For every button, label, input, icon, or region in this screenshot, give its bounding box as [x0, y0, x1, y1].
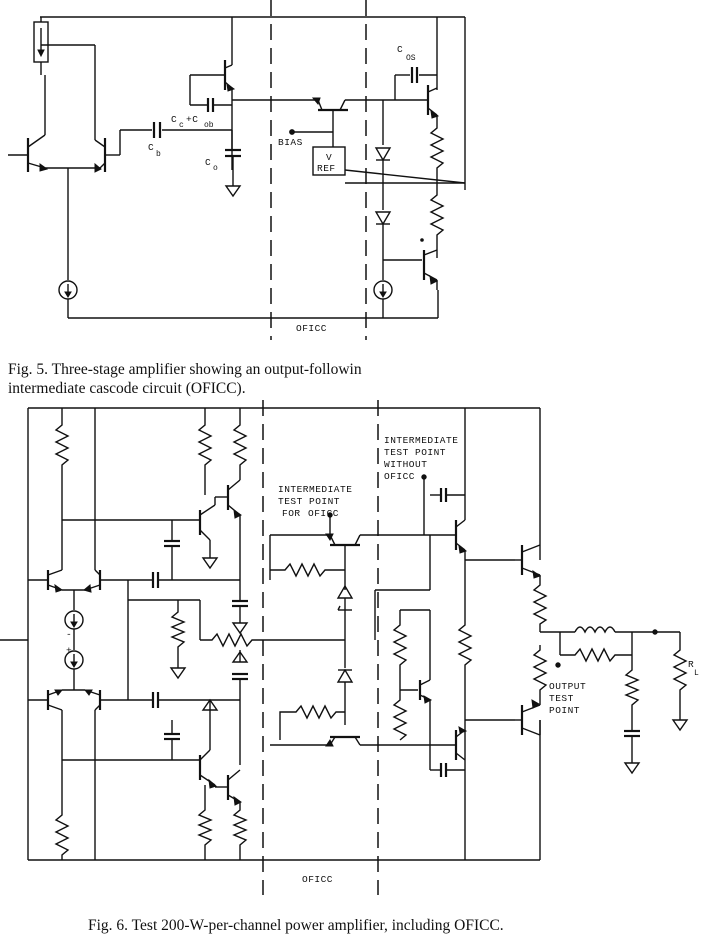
fig6-lower-diff-pair — [28, 689, 128, 711]
fig5-diode-1 — [374, 147, 392, 162]
fig6-caption: Fig. 6. Test 200-W-per-channel power amp… — [88, 917, 504, 934]
fig6-resistor-top-left — [54, 408, 70, 520]
svg-text:o: o — [213, 164, 218, 173]
fig5-emitter-resistors — [429, 115, 445, 258]
fig6-label-output-test-point: OUTPUT — [549, 681, 586, 692]
svg-text:REF: REF — [317, 163, 336, 174]
fig5-label-bias: BIAS — [278, 137, 303, 148]
fig6-output-test-point-dot — [555, 662, 561, 668]
svg-text:TEST POINT: TEST POINT — [278, 496, 340, 507]
fig5-diode-2 — [374, 211, 392, 226]
fig5-output-current-source-icon — [373, 280, 393, 300]
fig5-label-cb: C — [148, 142, 154, 153]
svg-text:+C: +C — [186, 114, 198, 125]
fig6-load-resistor — [672, 632, 688, 712]
fig5-label-cc-cob: C — [171, 114, 177, 125]
fig5-label-co: C — [205, 157, 211, 168]
svg-text:OFICC: OFICC — [384, 471, 415, 482]
fig5-label-oficc: OFICC — [296, 323, 327, 334]
fig6-current-source-upper-icon — [64, 610, 84, 630]
fig6-label-plus: + — [66, 645, 72, 656]
svg-text:OS: OS — [406, 54, 416, 63]
svg-text:TEST POINT: TEST POINT — [384, 447, 446, 458]
svg-text:OFICC: OFICC — [308, 508, 339, 519]
svg-text:ob: ob — [204, 121, 214, 130]
fig5-label-vref: V — [326, 152, 332, 163]
svg-text:c: c — [179, 121, 184, 130]
fig6-label-minus: - — [66, 629, 72, 640]
fig6-output-inductor — [574, 626, 616, 634]
fig6-resistor-bottom-left — [54, 760, 70, 860]
fig5-caption: Fig. 5. Three-stage amplifier showing an… — [8, 361, 362, 397]
fig6-label-oficc: OFICC — [302, 874, 333, 885]
fig6-upper-diff-pair — [28, 520, 128, 593]
fig6-label-rl: R — [688, 659, 694, 670]
svg-text:b: b — [156, 150, 161, 159]
fig6-bias-resistor — [200, 632, 345, 648]
fig5-label-cos: C — [397, 44, 403, 55]
svg-text:TEST: TEST — [549, 693, 574, 704]
fig6-label-itp-without: INTERMEDIATE — [384, 435, 458, 446]
fig5-vref-box — [312, 146, 346, 176]
fig6-gnd-inverted — [231, 650, 249, 663]
svg-text:POINT: POINT — [549, 705, 580, 716]
figure-6-schematic: INTERMEDIATE TEST POINT WITHOUT OFICC IN… — [0, 400, 699, 895]
fig5-diff-pair — [8, 75, 121, 173]
fig5-tail-current-source-icon — [58, 280, 78, 300]
figure-5-schematic: C OS C c +C ob C b C o BIAS V REF OFICC — [8, 0, 466, 340]
svg-text:FOR: FOR — [282, 508, 301, 519]
svg-text:L: L — [694, 669, 699, 678]
fig6-label-itp-for: INTERMEDIATE — [278, 484, 352, 495]
svg-text:WITHOUT: WITHOUT — [384, 459, 427, 470]
